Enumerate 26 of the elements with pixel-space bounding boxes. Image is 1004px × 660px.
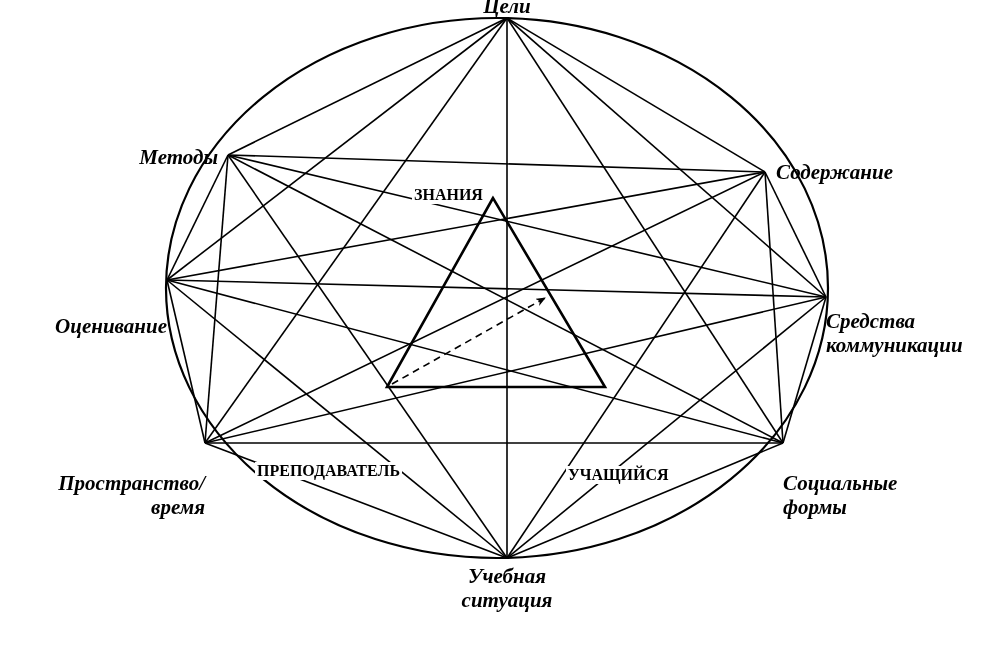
connector-line (166, 17, 508, 281)
connector-line (204, 17, 508, 444)
point-label: Средства коммуникации (826, 297, 1004, 357)
connector-line (506, 296, 827, 559)
point-label: Социальные формы (783, 443, 953, 519)
connector-line (166, 154, 229, 281)
connector-line (764, 171, 784, 444)
connector-line (782, 296, 827, 444)
point-label: Оценивание (17, 280, 167, 338)
connector-line (506, 442, 784, 559)
connector-line (227, 154, 508, 559)
connector-line (506, 17, 784, 444)
connector-line (204, 154, 229, 444)
connector-line (204, 442, 784, 444)
point-label: Цели (467, 0, 547, 18)
point-label: Пространство/ время (5, 443, 205, 519)
connector-line (166, 279, 508, 559)
connector-line (506, 17, 508, 559)
role-label: ПРЕПОДАВАТЕЛЬ (255, 462, 402, 480)
role-label: УЧАЩИЙСЯ (566, 466, 671, 484)
connector-line (506, 17, 827, 298)
connector-line (227, 154, 766, 173)
connector-line (506, 171, 766, 559)
role-label: ЗНАНИЯ (412, 186, 485, 204)
connector-line (764, 171, 827, 298)
point-label: Учебная ситуация (447, 558, 567, 612)
